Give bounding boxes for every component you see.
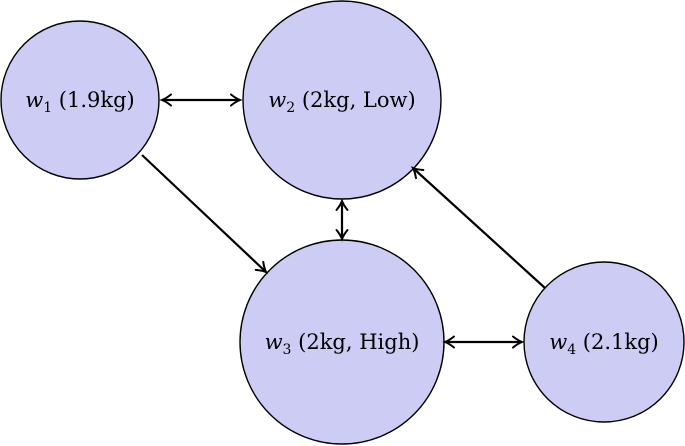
- node-w1-circle: [0, 20, 160, 180]
- node-w2: w2 (2kg, Low): [242, 0, 442, 200]
- edge-w1-w3: [141, 154, 269, 274]
- node-w3: w3 (2kg, High): [239, 239, 445, 445]
- node-w1: w1 (1.9kg): [0, 20, 160, 180]
- node-w2-label: w2 (2kg, Low): [268, 88, 415, 116]
- node-w4: w4 (2.1kg): [523, 261, 685, 423]
- node-w3-label: w3 (2kg, High): [265, 330, 420, 358]
- edge-w4-w2: [410, 166, 546, 289]
- node-w4-label: w4 (2.1kg): [549, 330, 659, 358]
- node-w1-label: w1 (1.9kg): [25, 88, 135, 116]
